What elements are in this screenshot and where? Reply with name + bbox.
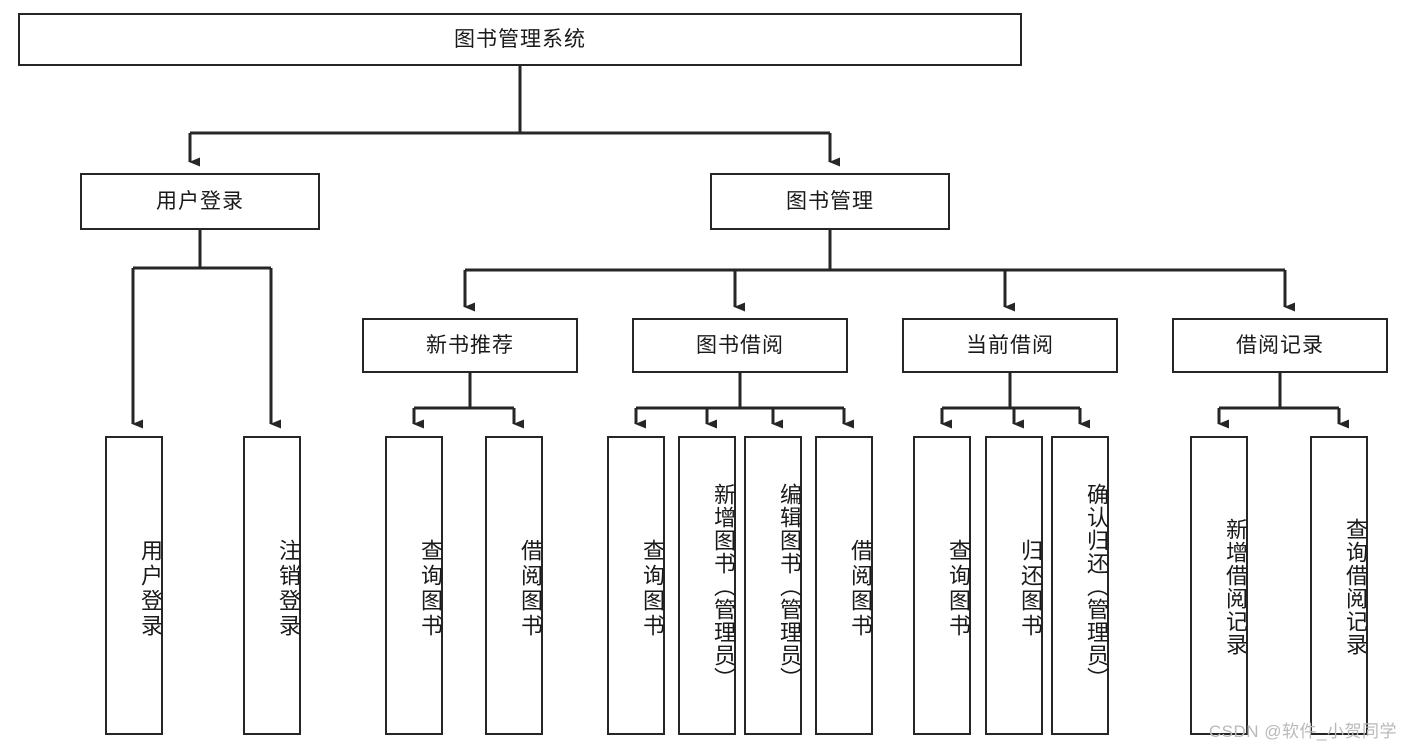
node-root-system[interactable]: 图书管理系统 <box>18 13 1022 66</box>
leaf-query-book-newbook[interactable]: 查询图书 <box>385 436 443 735</box>
node-book-management[interactable]: 图书管理 <box>710 173 950 230</box>
leaf-query-book-current[interactable]: 查询图书 <box>913 436 971 735</box>
leaf-return-book[interactable]: 归还图书 <box>985 436 1043 735</box>
leaf-add-book-admin[interactable]: 新增图书（管理员） <box>678 436 736 735</box>
leaf-edit-book-admin[interactable]: 编辑图书（管理员） <box>744 436 802 735</box>
leaf-logout[interactable]: 注销登录 <box>243 436 301 735</box>
leaf-confirm-return-admin[interactable]: 确认归还（管理员） <box>1051 436 1109 735</box>
leaf-user-login[interactable]: 用户登录 <box>105 436 163 735</box>
leaf-add-borrow-record[interactable]: 新增借阅记录 <box>1190 436 1248 735</box>
node-new-book-recommend[interactable]: 新书推荐 <box>362 318 578 373</box>
leaf-lend-book[interactable]: 借阅图书 <box>815 436 873 735</box>
node-current-borrow[interactable]: 当前借阅 <box>902 318 1118 373</box>
node-user-login[interactable]: 用户登录 <box>80 173 320 230</box>
leaf-query-borrow-record[interactable]: 查询借阅记录 <box>1310 436 1368 735</box>
csdn-watermark: CSDN @软件_小贺同学 <box>1208 722 1397 741</box>
node-borrow-record[interactable]: 借阅记录 <box>1172 318 1388 373</box>
node-book-borrow[interactable]: 图书借阅 <box>632 318 848 373</box>
leaf-borrow-book-newbook[interactable]: 借阅图书 <box>485 436 543 735</box>
leaf-query-book-borrow[interactable]: 查询图书 <box>607 436 665 735</box>
